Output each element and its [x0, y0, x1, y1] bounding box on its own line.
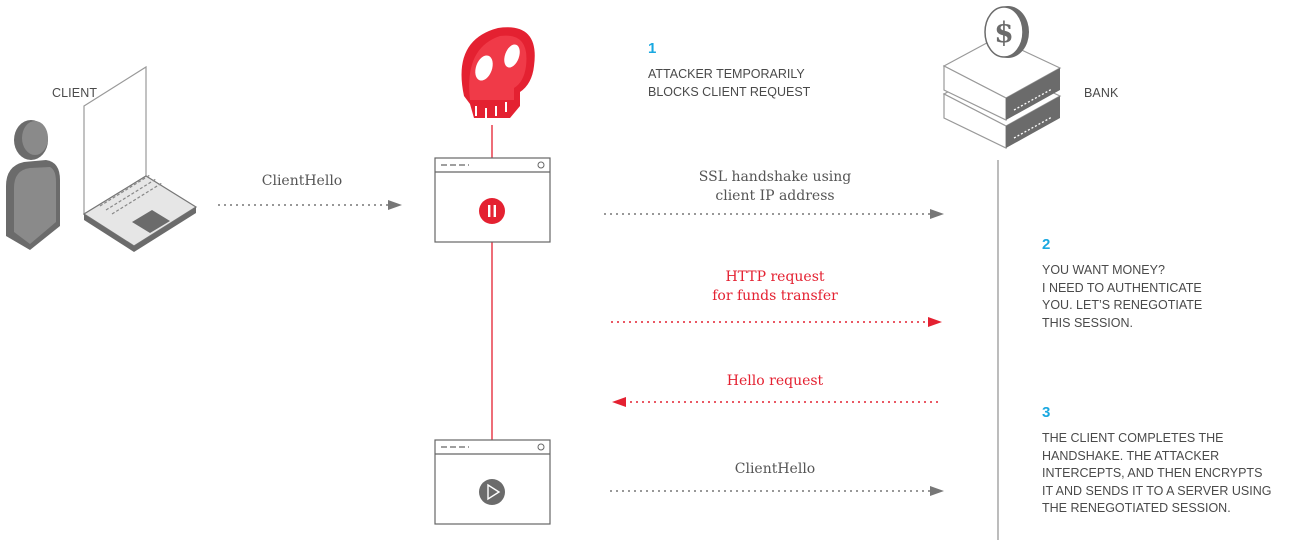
msg-client-hello-2: ClientHello — [734, 461, 816, 477]
step-text-line: THE RENEGOTIATED SESSION. — [1042, 501, 1231, 515]
step-number: 1 — [648, 40, 657, 57]
step-number: 2 — [1042, 236, 1051, 253]
arrow-client-hello-1 — [218, 200, 402, 210]
msg-line: for funds transfer — [712, 288, 838, 304]
msg-line: client IP address — [715, 188, 835, 204]
step-number: 3 — [1042, 404, 1051, 421]
arrow-hello-request — [612, 397, 942, 407]
step-text-line: YOU. LET’S RENEGOTIATE — [1042, 298, 1203, 312]
step-3: 3 THE CLIENT COMPLETES THE HANDSHAKE. TH… — [1042, 404, 1271, 518]
msg-line: HTTP request — [725, 269, 825, 285]
msg-line: SSL handshake using — [698, 169, 852, 185]
msg-http-request: HTTP request for funds transfer — [660, 268, 890, 306]
msg-ssl-handshake: SSL handshake using client IP address — [660, 168, 890, 206]
svg-text:$: $ — [994, 16, 1013, 49]
msg-client-hello-1: ClientHello — [261, 173, 343, 189]
step-text-line: THIS SESSION. — [1042, 315, 1133, 330]
step-text-line: YOU WANT MONEY? — [1042, 263, 1165, 277]
person-laptop-icon — [6, 65, 198, 252]
step-text-line: IT AND SENDS IT TO A SERVER USING — [1042, 483, 1272, 498]
step-text-line: HANDSHAKE. THE ATTACKER — [1042, 448, 1220, 463]
step-2: 2 YOU WANT MONEY? I NEED TO AUTHENTICATE… — [1042, 236, 1202, 332]
bank-label: BANK — [1084, 86, 1119, 100]
skull-icon — [461, 27, 535, 119]
step-text-line: I NEED TO AUTHENTICATE — [1042, 280, 1202, 295]
play-icon — [479, 479, 505, 505]
arrow-http-request — [611, 317, 942, 327]
server-dollar-icon: $ — [942, 6, 1062, 149]
client-label: CLIENT — [52, 86, 98, 100]
arrow-ssl-handshake — [604, 209, 944, 219]
step-text-line: INTERCEPTS, AND THEN ENCRYPTS — [1042, 466, 1263, 480]
step-text-line: THE CLIENT COMPLETES THE — [1042, 431, 1224, 445]
step-text-line: BLOCKS CLIENT REQUEST — [648, 84, 811, 99]
step-1: 1 ATTACKER TEMPORARILY BLOCKS CLIENT REQ… — [648, 40, 810, 101]
pause-icon — [479, 198, 505, 224]
arrow-client-hello-2 — [610, 486, 944, 496]
step-text-line: ATTACKER TEMPORARILY — [648, 67, 805, 81]
msg-hello-request: Hello request — [726, 373, 824, 389]
